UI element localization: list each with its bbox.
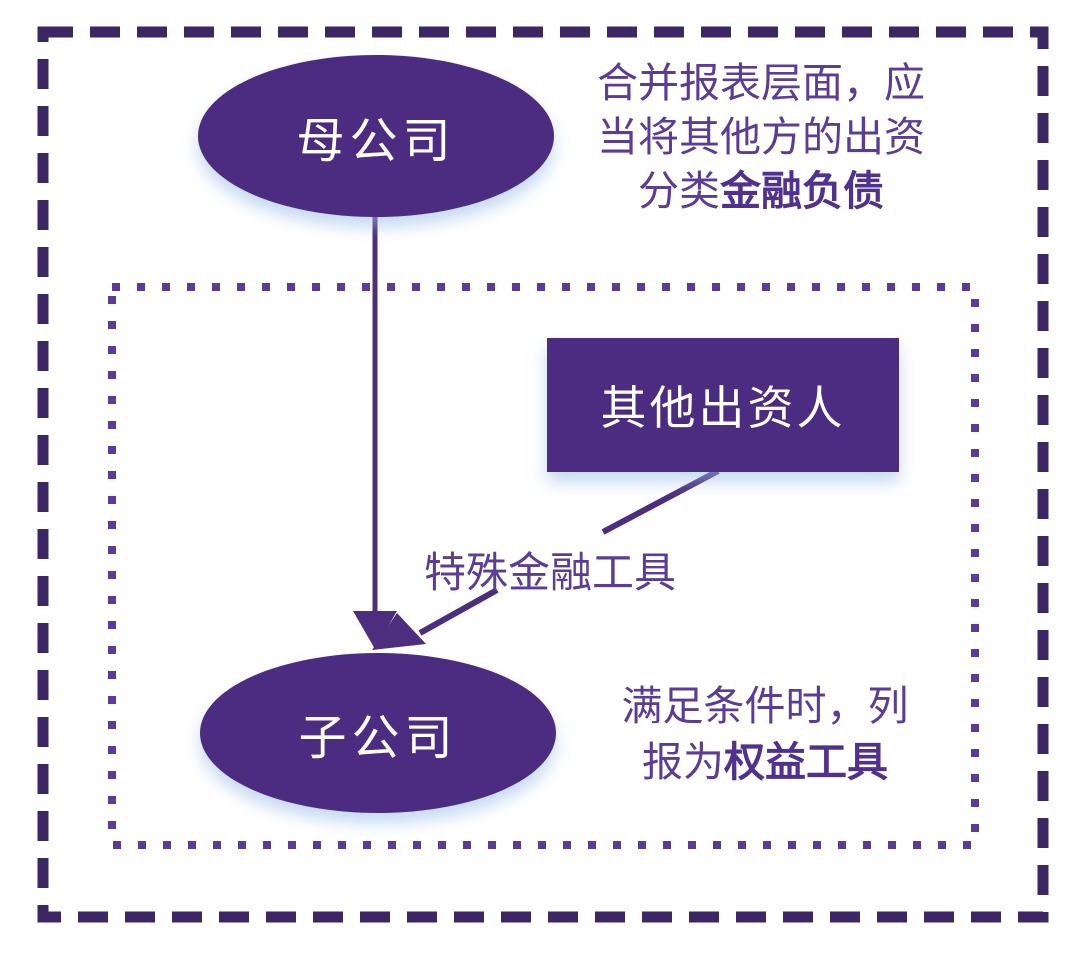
connector-investors-subsidiary-upper — [601, 468, 720, 535]
equity-instrument-note: 满足条件时，列 报为权益工具 — [575, 678, 955, 790]
subsidiary-label: 子公司 — [298, 712, 458, 765]
financial-liability-term: 金融负债 — [720, 168, 884, 214]
connector-investors-subsidiary-lower — [418, 587, 499, 636]
equity-note-line2: 报为权益工具 — [642, 739, 888, 785]
consolidated-statement-note: 合并报表层面，应 当将其他方的出资 分类金融负债 — [556, 56, 966, 218]
consolidated-note-line3: 分类金融负债 — [638, 168, 884, 214]
parent-company-node: 母公司 — [198, 55, 554, 217]
subsidiary-node: 子公司 — [200, 653, 556, 813]
consolidated-note-line2: 当将其他方的出资 — [597, 114, 925, 160]
equity-instrument-term: 权益工具 — [724, 739, 888, 785]
other-investors-node: 其他出资人 — [547, 338, 899, 472]
outer-dashed-border — [37, 26, 1049, 923]
equity-note-line1: 满足条件时，列 — [621, 683, 909, 729]
arrowhead-down-icon — [353, 611, 397, 649]
arrowhead-diagonal-icon — [372, 613, 426, 650]
consolidated-note-line1: 合并报表层面，应 — [597, 60, 925, 106]
special-financial-instrument-edge-label: 特殊金融工具 — [423, 549, 676, 596]
other-investors-label: 其他出资人 — [600, 382, 846, 434]
parent-company-label: 母公司 — [296, 115, 456, 168]
inner-dotted-border — [108, 283, 979, 849]
